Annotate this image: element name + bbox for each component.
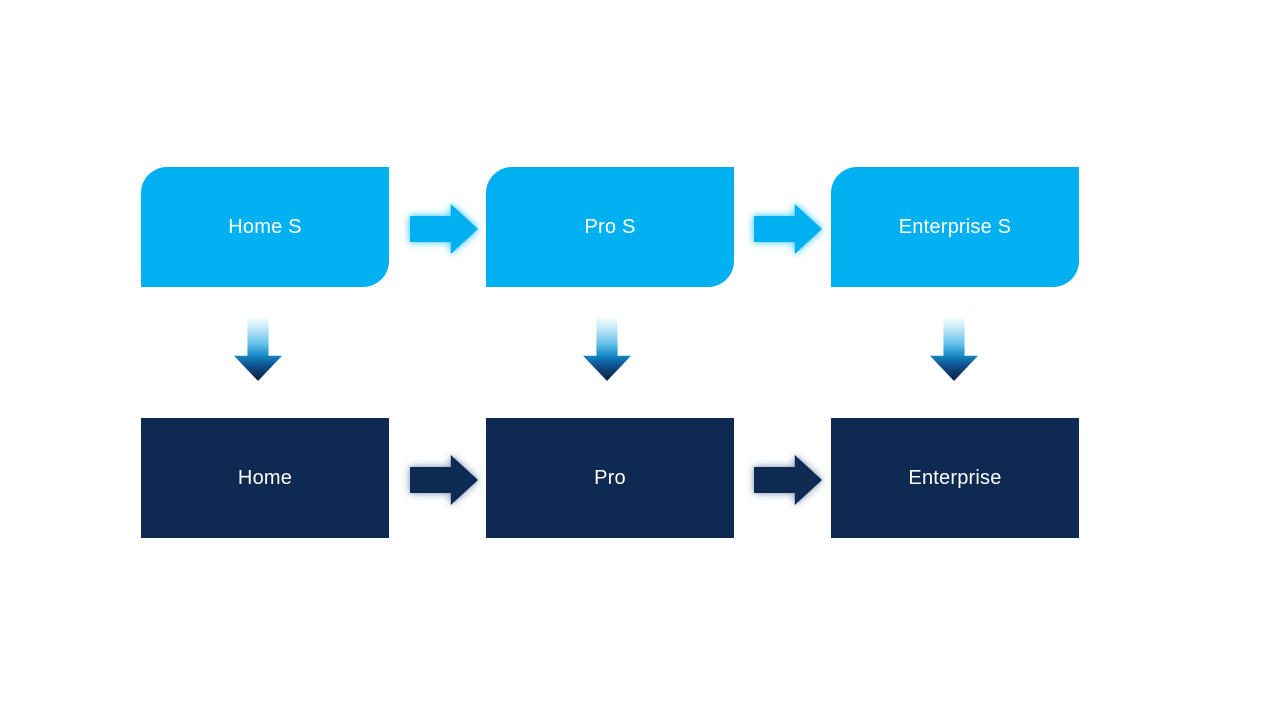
node-label: Enterprise [908, 466, 1002, 489]
node-label: Enterprise S [898, 215, 1012, 238]
right-arrow-icon [754, 204, 822, 254]
right-arrow-shape [754, 204, 822, 254]
node-pro-s: Pro S [486, 167, 734, 287]
node-enterprise-s: Enterprise S [831, 167, 1079, 287]
node-home: Home [141, 418, 389, 538]
node-home-s: Home S [141, 167, 389, 287]
node-label: Pro S [584, 215, 636, 238]
right-arrow-icon [754, 455, 822, 505]
node-pro: Pro [486, 418, 734, 538]
node-label: Home [237, 466, 293, 489]
node-enterprise: Enterprise [831, 418, 1079, 538]
down-arrow-icon [234, 318, 282, 381]
down-arrow-icon [583, 318, 631, 381]
node-label: Pro [594, 466, 626, 489]
node-label: Home S [228, 215, 302, 238]
right-arrow-icon [410, 455, 478, 505]
right-arrow-shape [754, 455, 822, 505]
right-arrow-shape [410, 455, 478, 505]
down-arrow-icon [930, 318, 978, 381]
right-arrow-icon [410, 204, 478, 254]
right-arrow-shape [410, 204, 478, 254]
